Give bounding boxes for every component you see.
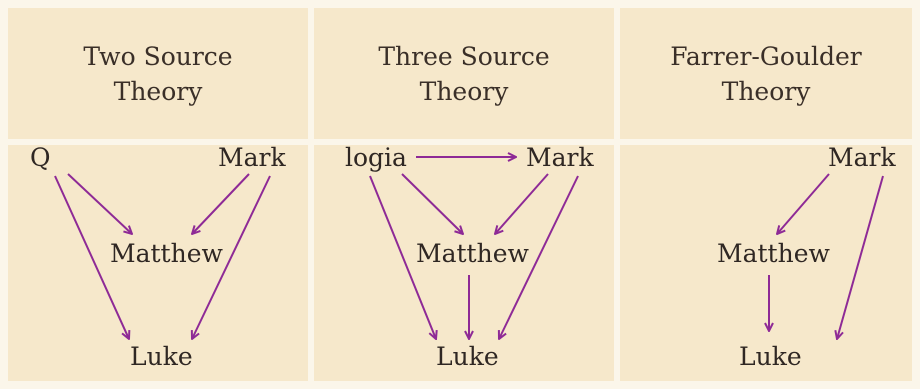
arrow-logia-to-matthew: [401, 173, 463, 234]
header-three-source: Three Source Theory: [314, 8, 614, 139]
header-two-source: Two Source Theory: [8, 8, 308, 139]
header-farrer-goulder-text: Farrer-Goulder Theory: [670, 41, 862, 106]
header-two-source-text: Two Source Theory: [83, 41, 233, 106]
arrow-mark-to-matthew-two-source: [192, 173, 250, 234]
node-logia: logia: [345, 143, 407, 172]
arrow-mark-to-matthew-farrer-goulder: [777, 173, 830, 234]
node-mark-three-source: Mark: [526, 143, 594, 172]
node-mark-farrer-goulder: Mark: [828, 143, 896, 172]
arrow-mark-to-luke-farrer-goulder: [837, 175, 884, 339]
body-three-source: [314, 145, 614, 381]
node-matthew-two-source: Matthew: [110, 239, 223, 268]
node-matthew-farrer-goulder: Matthew: [717, 239, 830, 268]
header-three-source-text: Three Source Theory: [378, 41, 550, 106]
node-luke-farrer-goulder: Luke: [739, 342, 802, 371]
arrow-mark-to-luke-three-source: [499, 175, 579, 339]
arrow-logia-to-luke: [369, 175, 436, 339]
body-farrer-goulder: [620, 145, 912, 381]
node-q: Q: [30, 143, 51, 172]
node-mark-two-source: Mark: [218, 143, 286, 172]
arrow-q-to-matthew: [67, 173, 132, 234]
arrow-mark-to-luke-two-source: [192, 175, 271, 339]
header-farrer-goulder: Farrer-Goulder Theory: [620, 8, 912, 139]
arrow-mark-to-matthew-three-source: [495, 173, 549, 234]
arrow-q-to-luke: [54, 175, 129, 339]
node-matthew-three-source: Matthew: [416, 239, 529, 268]
node-luke-two-source: Luke: [130, 342, 193, 371]
node-luke-three-source: Luke: [436, 342, 499, 371]
